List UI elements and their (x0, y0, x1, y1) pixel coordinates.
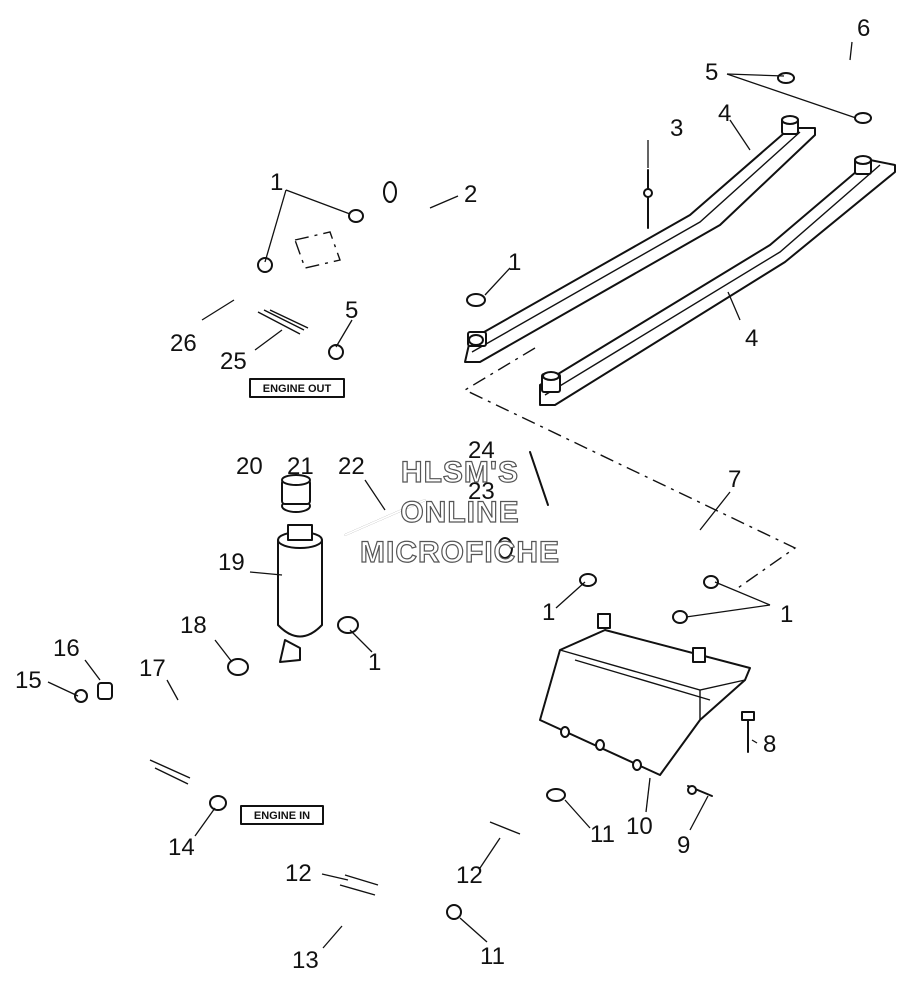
upper-hose (383, 175, 486, 307)
callout-20: 20 (236, 453, 263, 480)
clamp (446, 904, 462, 920)
heat-exchanger-upper (464, 115, 816, 363)
callout-19: 19 (218, 549, 245, 576)
callout-1: 1 (368, 649, 381, 676)
callout-2: 2 (464, 181, 477, 208)
clamp (209, 795, 227, 811)
callout-15: 15 (15, 667, 42, 694)
routing-dash-line (463, 347, 797, 591)
overflow-tube (344, 499, 426, 536)
callout-1: 1 (270, 169, 283, 196)
callout-numbers: 1 1 1 1 1 2 3 4 4 5 5 6 7 8 9 10 11 11 1… (15, 15, 870, 974)
callout-24: 24 (468, 437, 495, 464)
callout-8: 8 (763, 731, 776, 758)
bolt (741, 711, 755, 753)
watermark-line-3: MICROFICHE (360, 536, 560, 569)
callout-5: 5 (705, 59, 718, 86)
callout-4: 4 (718, 100, 731, 127)
callout-13: 13 (292, 947, 319, 974)
callout-1: 1 (542, 599, 555, 626)
callout-21: 21 (287, 453, 314, 480)
lower-hose (324, 816, 554, 944)
callout-14: 14 (168, 834, 195, 861)
callout-23: 23 (468, 478, 495, 505)
callout-1: 1 (508, 249, 521, 276)
engine-out-hose (220, 277, 344, 360)
crossover-hose (776, 36, 872, 124)
callout-12: 12 (456, 862, 483, 889)
clamp (703, 575, 719, 589)
callout-1: 1 (780, 601, 793, 628)
engine-out-label: ENGINE OUT (263, 383, 332, 395)
mounting-bracket (74, 682, 113, 703)
watermark-line-1: HLSM'S (401, 456, 519, 489)
watermark-line-2: ONLINE (400, 496, 519, 529)
callout-22: 22 (338, 453, 365, 480)
thermostat-housing (257, 209, 364, 273)
callout-5: 5 (345, 297, 358, 324)
engine-in-hose (138, 685, 207, 792)
callout-9: 9 (677, 832, 690, 859)
callout-17: 17 (139, 655, 166, 682)
watermark: HLSM'S ONLINE MICROFICHE (359, 455, 560, 569)
bleeder-screw (687, 785, 713, 797)
callout-26: 26 (170, 330, 197, 357)
callout-11: 11 (480, 943, 505, 970)
clamp (546, 788, 566, 802)
fill-hose (497, 451, 578, 559)
coolant-reservoir (277, 474, 359, 663)
clamp (227, 658, 249, 676)
callout-7: 7 (728, 466, 741, 493)
callout-18: 18 (180, 612, 207, 639)
callout-16: 16 (53, 635, 80, 662)
bypass-hose (647, 520, 708, 603)
heat-exchanger-lower (539, 155, 896, 406)
callout-6: 6 (857, 15, 870, 42)
callout-3: 3 (670, 115, 683, 142)
engine-in-label: ENGINE IN (254, 810, 310, 822)
clamp (672, 610, 688, 624)
screw (643, 169, 653, 229)
callout-11: 11 (590, 821, 615, 848)
callout-25: 25 (220, 348, 247, 375)
callout-10: 10 (626, 813, 653, 840)
callout-4: 4 (745, 325, 758, 352)
engine-in-tag: ENGINE IN (240, 805, 324, 825)
engine-out-tag: ENGINE OUT (249, 378, 345, 398)
coolant-tank (539, 613, 751, 776)
callout-12: 12 (285, 860, 312, 887)
leader-lines (47, 41, 857, 949)
